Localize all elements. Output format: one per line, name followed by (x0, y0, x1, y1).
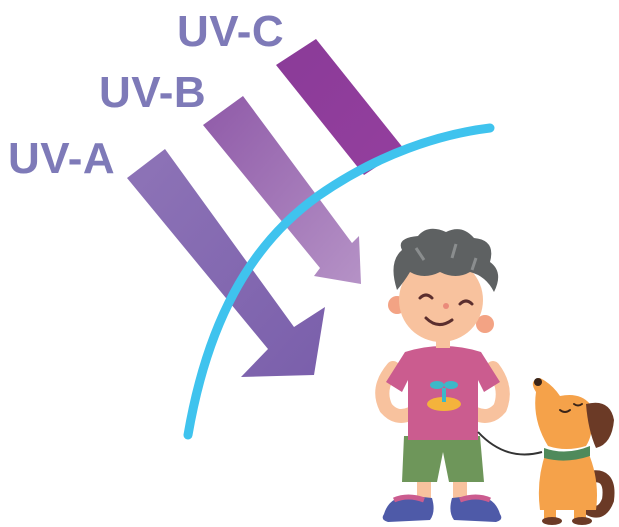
kid-illustration (375, 228, 510, 522)
uv-a-label: UV-A (8, 134, 116, 183)
atmosphere-arc (183, 123, 495, 440)
uv-b-label: UV-B (99, 68, 207, 117)
uv-a-arrow (127, 149, 325, 377)
uv-c-arrow (276, 39, 404, 175)
uv-b-arrow (203, 96, 361, 284)
uv-c-label: UV-C (177, 7, 285, 56)
dog-illustration (532, 378, 615, 525)
leash (477, 431, 543, 456)
